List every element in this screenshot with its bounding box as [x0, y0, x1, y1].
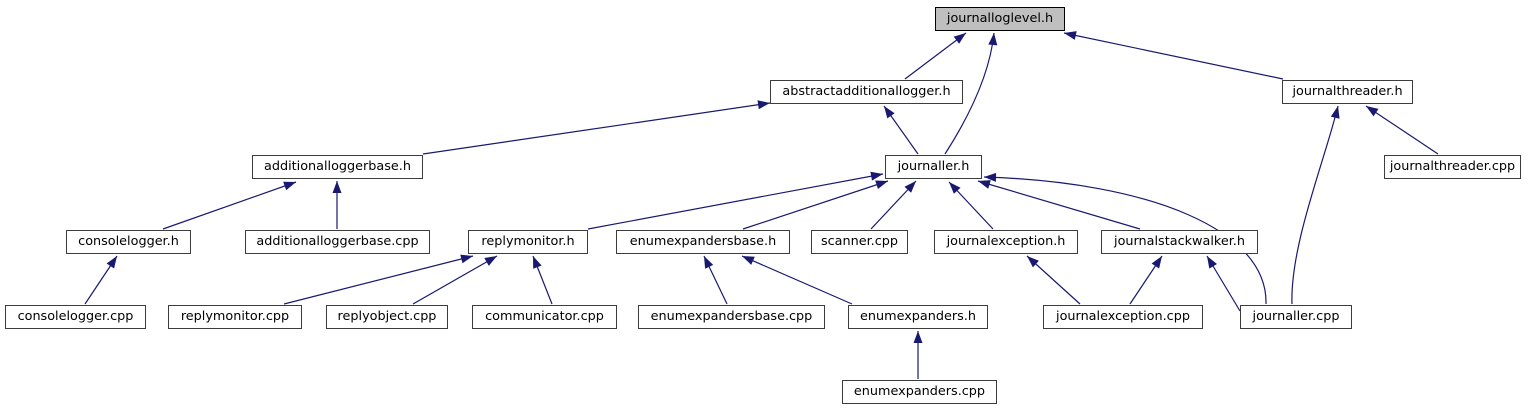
graph-node-abstractadditionallogger-h[interactable]: abstractadditionallogger.h — [770, 80, 963, 104]
edge-enumexpandersbase-h-to-journaller-h — [742, 180, 889, 230]
graph-node-journalthreader-cpp[interactable]: journalthreader.cpp — [1384, 155, 1521, 179]
arrowhead-icon — [953, 33, 966, 44]
arrowhead-icon — [533, 256, 542, 269]
arrowhead-icon — [870, 171, 883, 181]
edge-journalstackwalker-h-to-journaller-h — [977, 180, 1141, 230]
arrowhead-icon — [875, 180, 888, 189]
graph-node-journaller-cpp[interactable]: journaller.cpp — [1240, 305, 1352, 329]
edge-journaller-cpp-to-journaller-h — [983, 176, 1267, 305]
graph-node-journaller-h[interactable]: journaller.h — [885, 155, 982, 179]
graph-node-enumexpandersbase-cpp[interactable]: enumexpandersbase.cpp — [638, 305, 825, 329]
graph-node-replymonitor-cpp[interactable]: replymonitor.cpp — [168, 305, 302, 329]
edge-journaller-cpp-to-journalthreader-h — [1291, 105, 1339, 305]
arrowhead-icon — [484, 256, 497, 266]
graph-node-replymonitor-h[interactable]: replymonitor.h — [468, 230, 588, 254]
graph-node-journalloglevel-h: journalloglevel.h — [935, 7, 1065, 31]
graph-node-journalexception-h[interactable]: journalexception.h — [934, 230, 1078, 254]
arrowhead-icon — [884, 106, 895, 119]
edge-journalthreader-cpp-to-journalthreader-h — [1365, 105, 1439, 155]
arrowhead-icon — [978, 180, 991, 189]
edge-abstractadditionallogger-h-to-journalloglevel-h — [904, 32, 967, 80]
graph-node-enumexpanders-h[interactable]: enumexpanders.h — [848, 305, 988, 329]
arrowhead-icon — [1330, 106, 1340, 119]
arrowhead-icon — [283, 181, 296, 191]
edge-replyobject-cpp-to-replymonitor-h — [412, 255, 498, 305]
arrowhead-icon — [1064, 31, 1077, 40]
arrowhead-icon — [757, 100, 770, 110]
graph-node-additionalloggerbase-cpp[interactable]: additionalloggerbase.cpp — [245, 230, 430, 254]
arrowhead-icon — [332, 181, 342, 193]
arrowhead-icon — [988, 33, 998, 46]
edge-replymonitor-cpp-to-replymonitor-h — [283, 255, 474, 305]
graph-node-communicator-cpp[interactable]: communicator.cpp — [472, 305, 617, 329]
arrowhead-icon — [106, 256, 117, 269]
arrowhead-icon — [704, 256, 714, 269]
arrowhead-icon — [1151, 256, 1162, 269]
graph-node-journalstackwalker-h[interactable]: journalstackwalker.h — [1101, 230, 1258, 254]
edge-journaller-h-to-journalloglevel-h — [944, 32, 995, 155]
arrowhead-icon — [1366, 106, 1379, 117]
graph-node-additionalloggerbase-h[interactable]: additionalloggerbase.h — [252, 155, 423, 179]
edge-journalthreader-h-to-journalloglevel-h — [1063, 32, 1284, 80]
graph-node-journalthreader-h[interactable]: journalthreader.h — [1282, 80, 1413, 104]
arrowhead-icon — [949, 182, 961, 194]
graph-node-scanner-cpp[interactable]: scanner.cpp — [811, 230, 908, 254]
edge-enumexpanders-h-to-enumexpandersbase-h — [741, 255, 853, 305]
graph-node-replyobject-cpp[interactable]: replyobject.cpp — [326, 305, 448, 329]
edge-consolelogger-h-to-additionalloggerbase-h — [162, 181, 297, 230]
graph-node-enumexpandersbase-h[interactable]: enumexpandersbase.h — [616, 230, 790, 254]
arrowhead-icon — [904, 181, 916, 193]
arrowhead-icon — [742, 256, 755, 265]
arrowhead-icon — [984, 172, 997, 182]
arrowhead-icon — [1207, 256, 1217, 269]
graph-node-consolelogger-h[interactable]: consolelogger.h — [66, 230, 191, 254]
graph-node-journalexception-cpp[interactable]: journalexception.cpp — [1043, 305, 1203, 329]
arrowhead-icon — [460, 254, 473, 264]
graph-node-enumexpanders-cpp[interactable]: enumexpanders.cpp — [842, 380, 997, 404]
arrowhead-icon — [913, 331, 923, 343]
edge-additionalloggerbase-h-to-abstractadditionallogger-h — [422, 102, 771, 155]
arrowhead-icon — [1027, 256, 1039, 268]
edge-replymonitor-h-to-journaller-h — [587, 173, 884, 230]
graph-node-consolelogger-cpp[interactable]: consolelogger.cpp — [5, 305, 146, 329]
